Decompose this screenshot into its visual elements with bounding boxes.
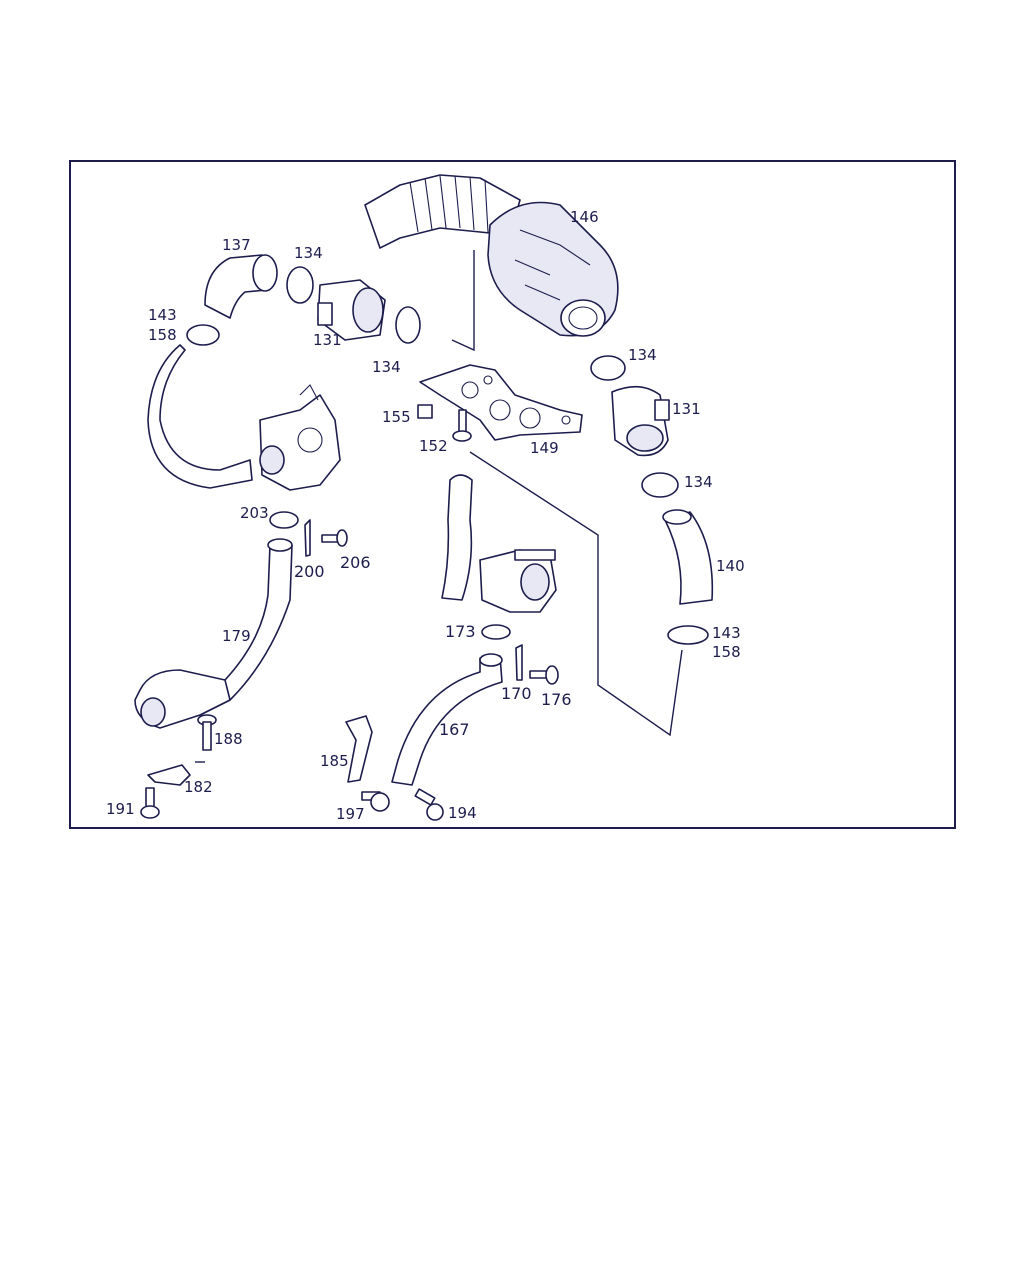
elbow-hose-137 xyxy=(204,254,278,319)
callout-167: 167 xyxy=(439,720,470,739)
callout-143: 143 xyxy=(148,306,177,324)
callout-labels: 146 137 134 131 134 143 158 134 131 155 … xyxy=(106,208,745,823)
callout-179: 179 xyxy=(222,627,251,645)
callout-188: 188 xyxy=(214,730,243,748)
callout-134: 134 xyxy=(684,473,713,491)
intake-duct-146 xyxy=(364,174,619,337)
gasket-173 xyxy=(481,624,511,640)
diagram-frame xyxy=(69,160,956,829)
callout-158: 158 xyxy=(148,326,177,344)
callout-134: 134 xyxy=(294,244,323,262)
hose-140 xyxy=(662,509,714,605)
callout-131: 131 xyxy=(313,331,342,349)
bolt-176 xyxy=(529,665,559,685)
callout-200: 200 xyxy=(294,562,325,581)
callout-185: 191 xyxy=(106,800,135,818)
bolt-194 xyxy=(414,788,444,821)
callout-206: 206 xyxy=(340,553,371,572)
nut-155 xyxy=(417,404,433,419)
hose-clamp-134 xyxy=(286,266,679,498)
callout-176: 176 xyxy=(541,690,572,709)
gasket-203 xyxy=(269,511,299,529)
callout-143: 143 xyxy=(712,624,741,642)
bracket-191 xyxy=(345,715,373,783)
callout-170: 170 xyxy=(501,684,532,703)
gasket-plate-149 xyxy=(419,364,583,441)
bolt-188 xyxy=(197,714,217,751)
clip-200 xyxy=(304,519,311,557)
callout-149: 149 xyxy=(530,439,559,457)
callout-146: 146 xyxy=(570,208,599,226)
clamp-143-158 xyxy=(186,324,709,645)
callout-158: 158 xyxy=(712,643,741,661)
leader-lines xyxy=(195,250,683,763)
callout-155: 155 xyxy=(382,408,411,426)
clip-170 xyxy=(515,644,523,681)
callout-134: 134 xyxy=(628,346,657,364)
bolt-185 xyxy=(140,787,160,819)
callout-173: 173 xyxy=(445,622,476,641)
callout-194: 194 xyxy=(448,804,477,822)
callout-203: 203 xyxy=(240,504,269,522)
callout-197: 197 xyxy=(336,805,365,823)
turbocharger-center xyxy=(441,474,557,613)
bracket-182 xyxy=(147,764,191,786)
turbocharger-upper xyxy=(147,344,341,491)
callout-182: 182 xyxy=(184,778,213,796)
pipe-167 xyxy=(391,653,503,786)
callout-140: 140 xyxy=(716,557,745,575)
bolt-206 xyxy=(321,529,348,547)
intake-pipe-179 xyxy=(134,538,293,729)
bolt-197 xyxy=(361,791,390,812)
callout-131: 131 xyxy=(672,400,701,418)
callout-134: 134 xyxy=(372,358,401,376)
callout-152: 152 xyxy=(419,437,448,455)
bolt-152 xyxy=(452,409,472,442)
callout-137: 137 xyxy=(222,236,251,254)
air-flow-sensor-131 xyxy=(317,279,670,457)
callout-191: 185 xyxy=(320,752,349,770)
